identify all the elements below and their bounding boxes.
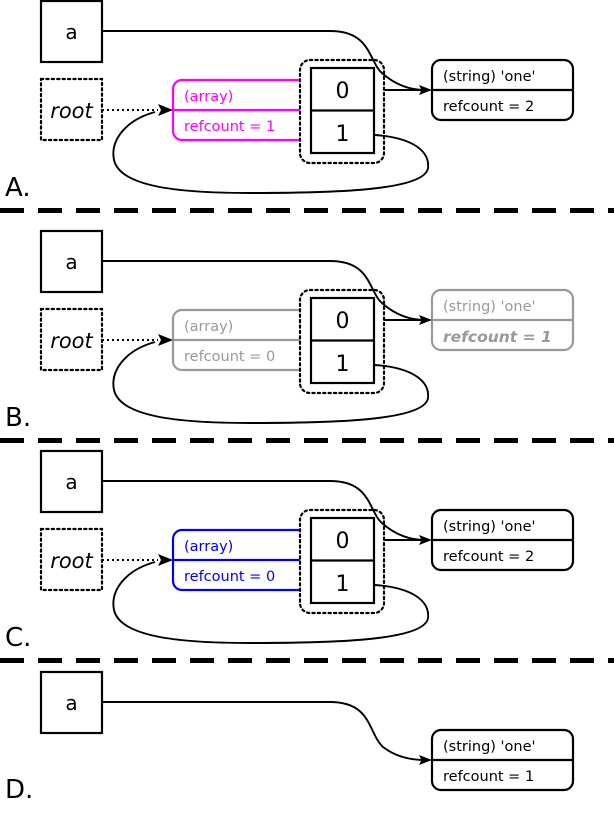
array-zval-box: (array) refcount = 1 — [171, 78, 314, 142]
array-type-label: (array) — [184, 89, 233, 105]
variable-box-a: a — [39, 449, 104, 514]
array-refcount-label: refcount = 0 — [184, 349, 275, 365]
string-type-label: (string) 'one' — [443, 519, 536, 535]
panel-label-d: D. — [5, 775, 33, 805]
slot-index-0: 0 — [336, 79, 350, 104]
root-box-label: root — [50, 549, 93, 573]
array-zval-box: (array) refcount = 0 — [171, 528, 314, 592]
panel-a: a root (array) refcount = 1 0 1 (string)… — [5, 0, 575, 203]
edge-slot1-to-array-loop — [112, 341, 429, 424]
string-type-label: (string) 'one' — [443, 739, 536, 755]
string-zval-box: (string) 'one' refcount = 2 — [430, 58, 575, 122]
array-type-label: (array) — [184, 539, 233, 555]
slot-index-0: 0 — [336, 529, 350, 554]
panel-c: a root (array) refcount = 0 0 1 (string)… — [5, 449, 575, 653]
panel-d: a (string) 'one' refcount = 1 D. — [5, 670, 575, 805]
panel-label-b: B. — [5, 403, 31, 433]
panel-label-c: C. — [5, 623, 31, 653]
variable-box-a: a — [39, 670, 104, 735]
edge-root-to-array-arrowhead — [158, 104, 173, 116]
edge-a-to-string-arrowhead — [419, 755, 432, 765]
variable-box-label: a — [65, 20, 77, 44]
string-refcount-label: refcount = 1 — [443, 328, 552, 346]
string-refcount-label: refcount = 2 — [443, 99, 534, 115]
edge-a-to-string-arrowhead — [419, 315, 432, 325]
edge-a-to-string-arrowhead — [419, 535, 432, 545]
variable-box-label: a — [65, 691, 77, 715]
root-box-label: root — [50, 99, 93, 123]
string-refcount-label: refcount = 1 — [443, 769, 534, 785]
variable-box-label: a — [65, 250, 77, 274]
string-zval-box: (string) 'one' refcount = 1 — [430, 288, 575, 352]
edge-root-to-array-arrowhead — [158, 334, 173, 346]
edge-a-to-string — [102, 260, 426, 321]
slot-index-1: 1 — [336, 122, 350, 147]
variable-box-rect — [39, 0, 104, 64]
edge-a-to-string — [102, 30, 426, 91]
root-box: root — [39, 527, 104, 592]
array-type-label: (array) — [184, 319, 233, 335]
panel-b: a root (array) refcount = 0 0 1 (string)… — [5, 229, 575, 433]
edge-a-to-string-arrowhead — [419, 85, 432, 95]
array-refcount-label: refcount = 1 — [184, 119, 275, 135]
slot-index-1: 1 — [336, 352, 350, 377]
array-slots: 0 1 — [298, 508, 386, 615]
slot-index-1: 1 — [336, 572, 350, 597]
string-refcount-label: refcount = 2 — [443, 549, 534, 565]
edge-a-to-string — [102, 480, 426, 541]
root-box-rect — [39, 527, 104, 592]
variable-box-rect — [39, 229, 104, 294]
array-slots: 0 1 — [298, 288, 386, 395]
string-type-label: (string) 'one' — [443, 299, 536, 315]
root-box: root — [39, 307, 104, 372]
root-box: root — [39, 77, 104, 142]
root-box-label: root — [50, 329, 93, 353]
root-box-rect — [39, 307, 104, 372]
variable-box-a: a — [39, 229, 104, 294]
variable-box-label: a — [65, 470, 77, 494]
variable-box-rect — [39, 670, 104, 735]
slot-index-0: 0 — [336, 309, 350, 334]
array-zval-box: (array) refcount = 0 — [171, 308, 314, 372]
variable-box-a: a — [39, 0, 104, 64]
edge-root-to-array-arrowhead — [158, 554, 173, 566]
string-zval-box: (string) 'one' refcount = 2 — [430, 508, 575, 572]
string-type-label: (string) 'one' — [443, 69, 536, 85]
panel-label-a: A. — [5, 173, 31, 203]
string-zval-box: (string) 'one' refcount = 1 — [430, 728, 575, 792]
array-refcount-label: refcount = 0 — [184, 569, 275, 585]
edge-slot1-to-array-loop — [112, 561, 429, 644]
edge-a-to-string — [102, 701, 426, 761]
array-slots: 0 1 — [298, 58, 386, 165]
edge-slot1-to-array-loop — [112, 111, 429, 194]
